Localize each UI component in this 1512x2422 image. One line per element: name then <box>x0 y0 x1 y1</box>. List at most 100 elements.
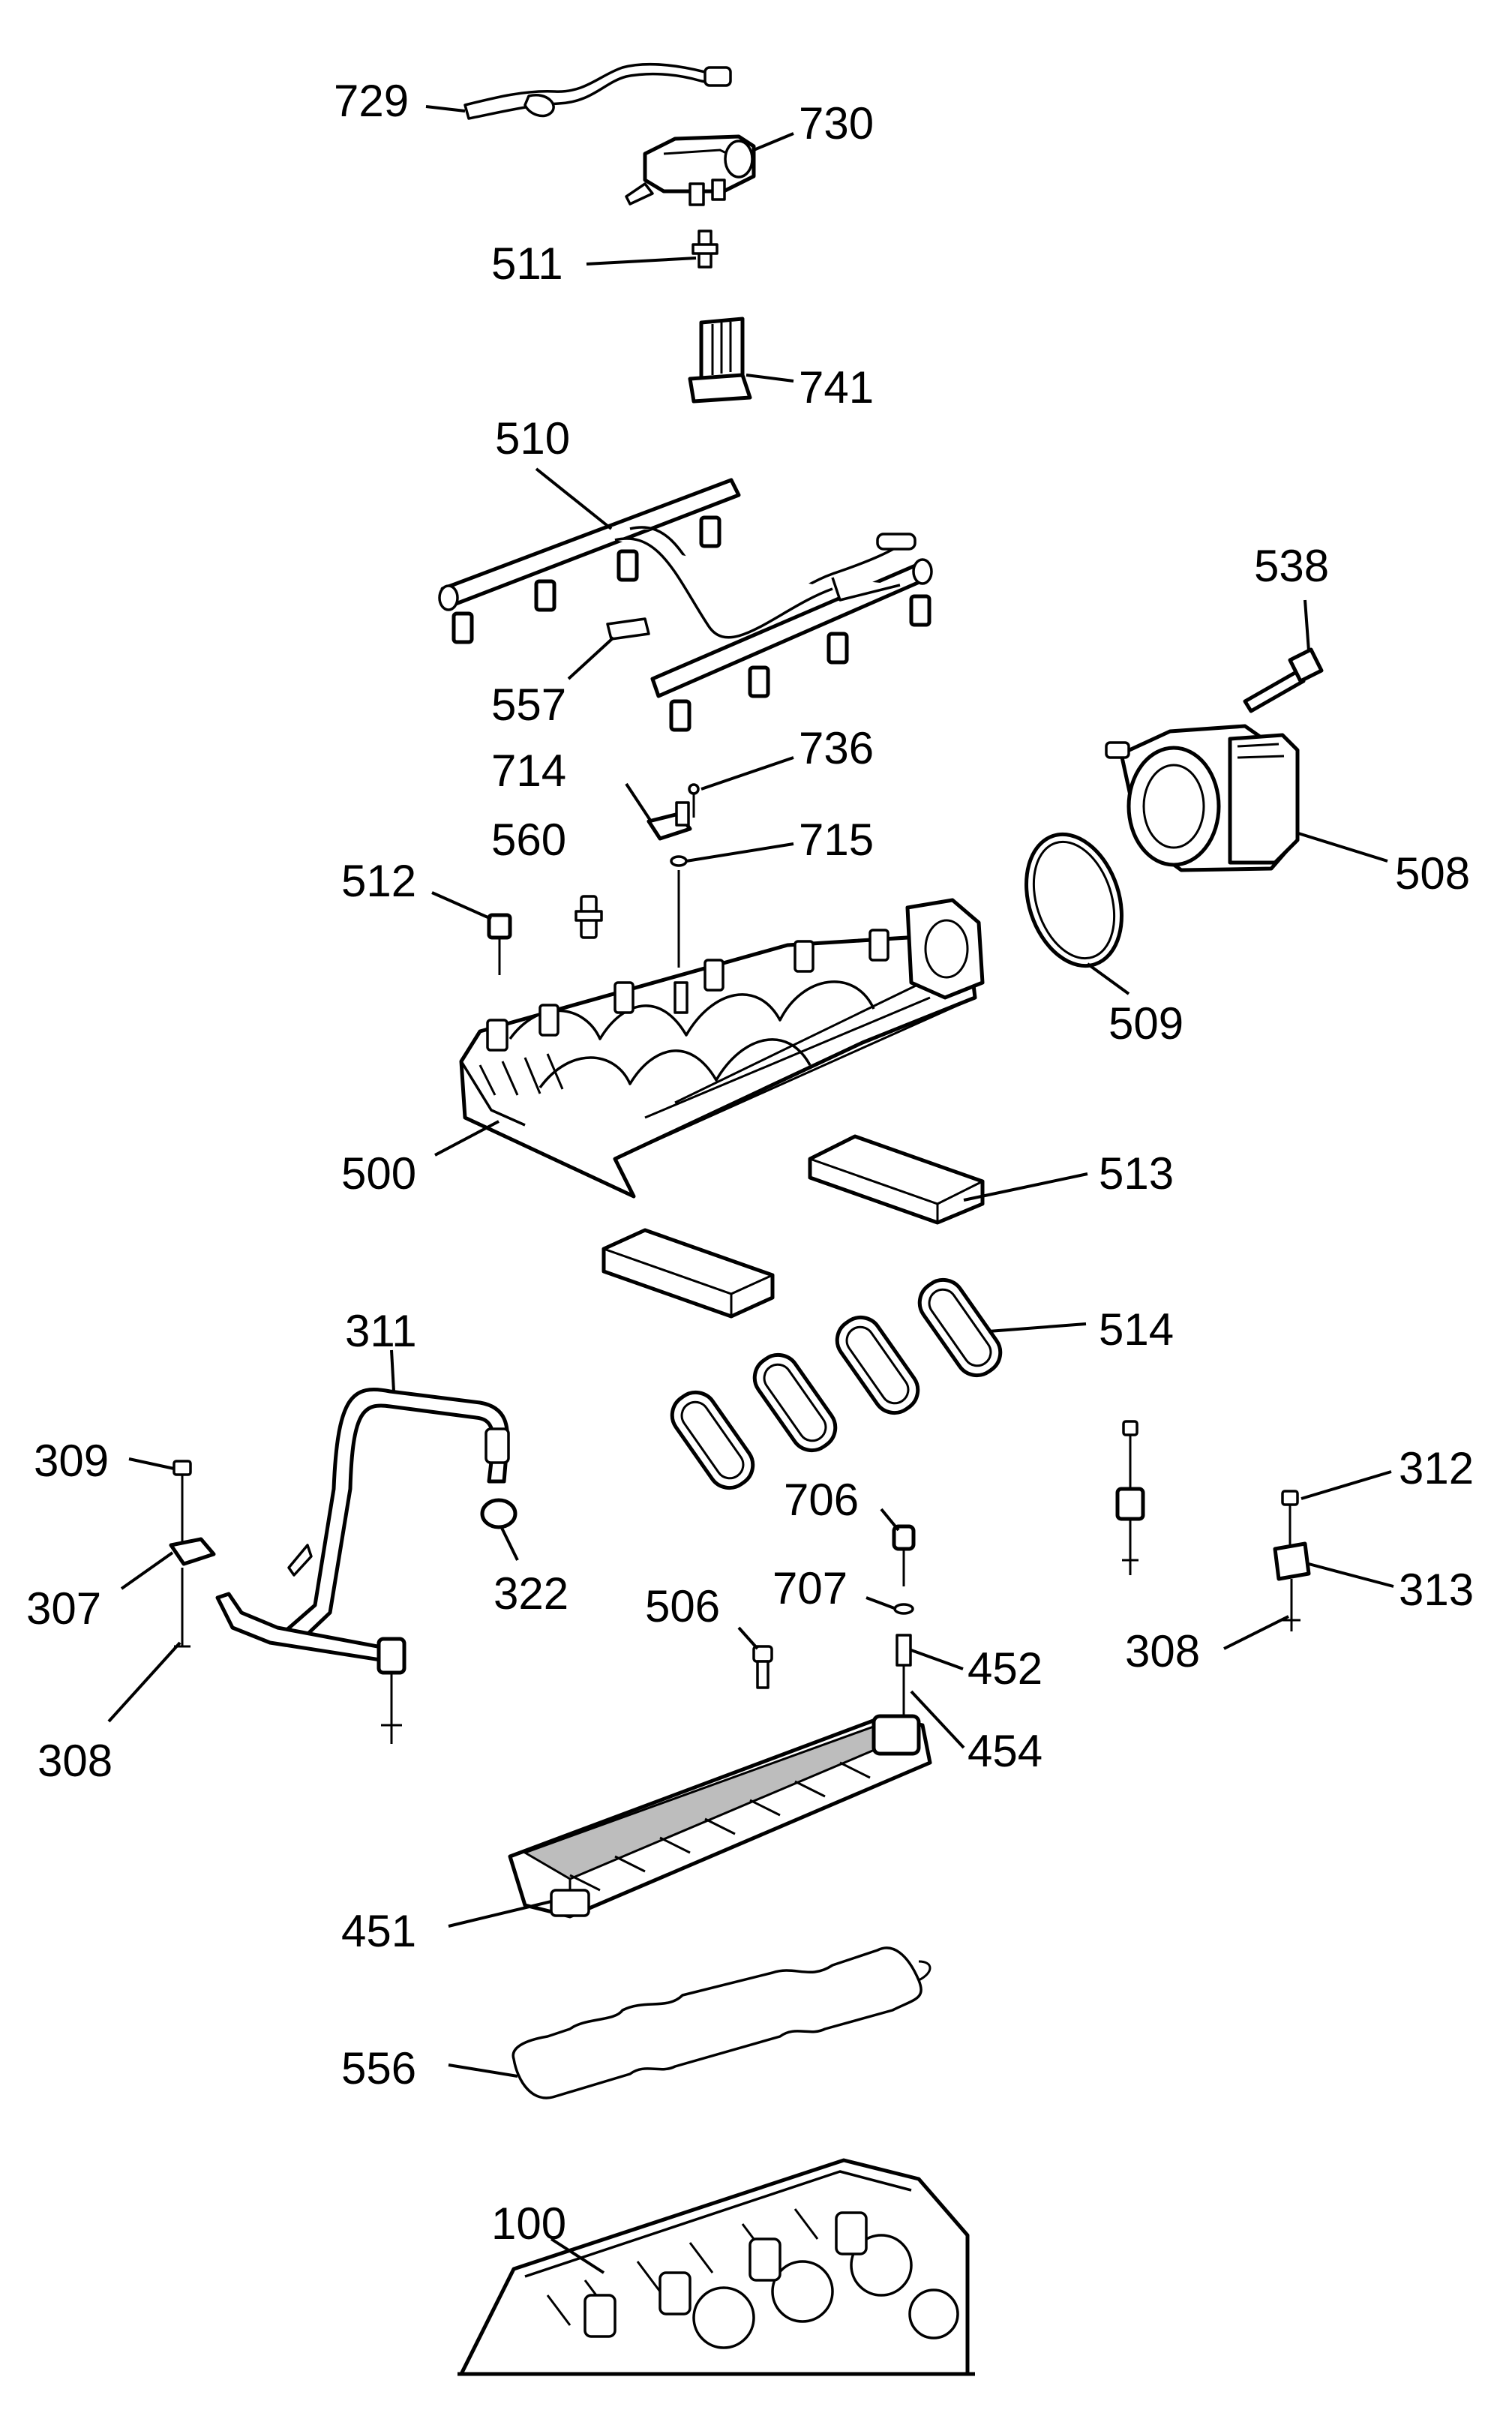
leader-451 <box>448 1900 552 1928</box>
part-511-bolt <box>692 230 718 269</box>
leader-714 <box>625 782 652 823</box>
leader-311 <box>390 1349 395 1392</box>
leader-312 <box>1300 1470 1392 1500</box>
leader-307 <box>120 1551 174 1590</box>
leader-454 <box>910 1690 965 1749</box>
part-500-intake-manifold <box>459 898 985 1199</box>
leader-556 <box>448 2063 518 2078</box>
callout-312: 312 <box>1399 1443 1474 1493</box>
leader-514 <box>988 1322 1087 1333</box>
leader-308-left <box>107 1641 182 1723</box>
callout-451: 451 <box>341 1906 416 1956</box>
callout-452: 452 <box>968 1643 1042 1694</box>
callout-707: 707 <box>772 1563 848 1613</box>
callout-308-left: 308 <box>38 1736 112 1786</box>
part-311-pipe <box>215 1388 510 1744</box>
part-556-gasket <box>512 1946 932 2099</box>
leader-511 <box>586 257 697 266</box>
part-508-throttle-body <box>1105 724 1300 872</box>
part-706-sensor <box>892 1524 916 1586</box>
callout-509: 509 <box>1108 998 1184 1049</box>
fuel-injectors <box>452 515 932 732</box>
leader-729 <box>425 105 466 113</box>
leader-309 <box>128 1457 175 1470</box>
callout-313: 313 <box>1399 1565 1474 1615</box>
part-512-bolt <box>487 913 512 975</box>
part-509-gasket <box>1024 832 1124 968</box>
callout-454: 454 <box>968 1726 1042 1776</box>
leader-513 <box>963 1172 1088 1202</box>
part-707-seal <box>893 1603 914 1615</box>
leader-538 <box>1304 599 1310 652</box>
callout-511: 511 <box>491 239 563 289</box>
callout-500: 500 <box>341 1148 416 1199</box>
callout-736: 736 <box>799 723 874 773</box>
part-451-valley-cover <box>508 1714 932 1919</box>
leader-741 <box>746 374 794 383</box>
callout-308-right: 308 <box>1125 1626 1200 1676</box>
leader-308-right <box>1223 1615 1289 1650</box>
leader-706 <box>880 1508 900 1532</box>
callout-714: 714 <box>491 746 566 796</box>
leader-322 <box>500 1526 519 1561</box>
leader-509 <box>1086 962 1130 995</box>
part-313-bracket <box>1273 1541 1311 1581</box>
part-729-wiring-harness <box>464 62 732 120</box>
callout-labels: 729 730 511 741 510 538 557 736 714 715 … <box>26 76 1474 2249</box>
callout-557: 557 <box>491 680 566 730</box>
part-308-stud-left <box>174 1568 190 1648</box>
leader-736 <box>700 756 794 791</box>
leader-506 <box>737 1626 759 1650</box>
part-730-sensor <box>625 134 756 206</box>
leader-715 <box>686 842 794 863</box>
part-307-bracket <box>169 1537 216 1566</box>
part-714-bracket <box>646 801 692 841</box>
callout-538: 538 <box>1254 541 1329 591</box>
callout-322: 322 <box>494 1568 568 1619</box>
leader-452 <box>910 1649 964 1670</box>
callout-741: 741 <box>799 362 874 413</box>
callout-508: 508 <box>1395 848 1470 899</box>
part-560-stud <box>574 895 603 939</box>
callout-309: 309 <box>34 1436 109 1486</box>
callout-510: 510 <box>495 413 570 464</box>
part-513-screens <box>602 1134 985 1319</box>
part-510-fuel-rail <box>438 478 933 732</box>
callout-311: 311 <box>345 1306 417 1356</box>
leader-512 <box>431 891 492 920</box>
part-557-bracket <box>606 617 650 641</box>
leader-508 <box>1295 831 1388 863</box>
callout-307: 307 <box>26 1583 101 1634</box>
callout-706: 706 <box>784 1475 859 1525</box>
callout-560: 560 <box>491 815 566 865</box>
part-stud-center-right <box>1115 1420 1145 1575</box>
leader-313 <box>1308 1562 1394 1588</box>
part-452-fitting <box>896 1634 912 1725</box>
callout-556: 556 <box>341 2043 416 2093</box>
part-715-seal <box>670 855 688 968</box>
part-312-bolt-right <box>1281 1490 1299 1556</box>
leader-730 <box>753 132 794 152</box>
part-538-bolt <box>1243 647 1324 713</box>
part-100-engine-block <box>458 2158 975 2376</box>
leader-100 <box>550 2237 605 2274</box>
callout-512: 512 <box>341 856 416 906</box>
part-322-clip <box>480 1498 518 1529</box>
part-308-stud-right <box>1282 1579 1300 1631</box>
callout-513: 513 <box>1099 1148 1174 1199</box>
leader-510 <box>535 467 613 530</box>
part-514-seals <box>670 1277 1003 1490</box>
callout-506: 506 <box>645 1581 720 1631</box>
callout-514: 514 <box>1099 1304 1174 1355</box>
leader-500 <box>434 1120 500 1157</box>
callout-100: 100 <box>491 2198 566 2249</box>
part-506-bolt <box>752 1645 773 1689</box>
callout-715: 715 <box>799 815 874 865</box>
callout-730: 730 <box>799 98 874 149</box>
callout-729: 729 <box>334 76 409 126</box>
leader-707 <box>866 1596 897 1610</box>
leader-557 <box>567 636 615 680</box>
part-736-screw <box>688 783 700 818</box>
